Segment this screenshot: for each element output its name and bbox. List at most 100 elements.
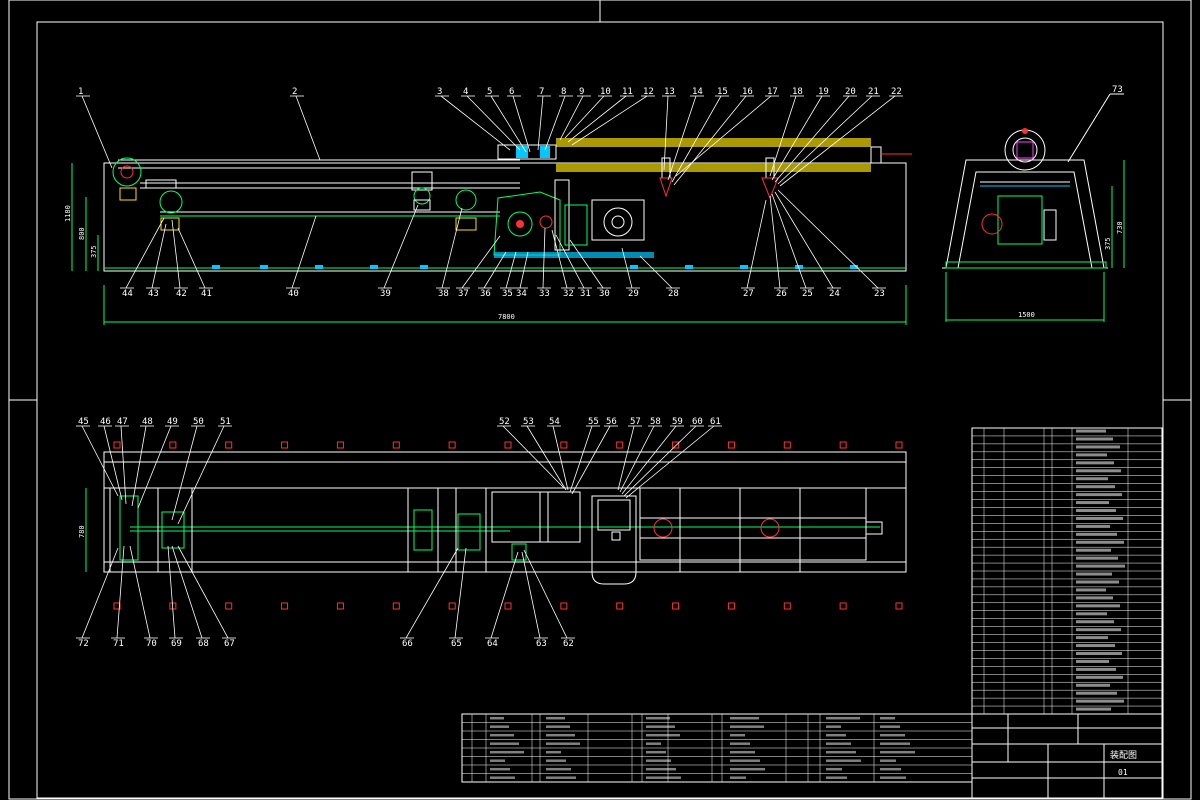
leader-10 [564,95,605,139]
leader-20 [774,95,850,183]
parts-bottom-text-mark [880,767,901,771]
parts-right-text-mark [1076,556,1118,560]
leader-66 [405,547,459,639]
parts-bottom-text-mark [880,733,905,737]
parts-bottom-text-mark [646,776,681,779]
side-base-plate [945,261,1107,269]
plan-pad [392,602,400,610]
parts-right-text-mark [1076,501,1109,505]
leader-47 [120,425,127,505]
parts-right-text-mark [1076,572,1112,576]
leader-2 [295,95,321,161]
callout-30: 30 [599,289,610,299]
parts-right-text-mark [1076,588,1106,592]
leader-55 [569,425,593,493]
leader-5 [490,95,527,153]
parts-bottom-text-mark [646,716,670,720]
callout-60: 60 [692,417,703,427]
callout-64: 64 [487,639,498,649]
drawing-name: 装配图 [1110,749,1137,761]
feed-block-2 [540,146,550,158]
parts-right-text-mark [1076,429,1106,433]
idler-support [411,171,433,191]
side-frame-outline [945,159,1105,269]
parts-bottom-text-mark [826,725,841,728]
dim-overall-length: 7800 [498,313,515,321]
plan-pad [392,441,400,449]
plan-pad [727,602,735,610]
leader-1 [81,95,113,169]
callout-34: 34 [516,289,527,299]
motor-base-plate [494,252,654,258]
parts-bottom-text-mark [826,716,860,720]
plan-coupling-box [539,491,581,543]
side-pulley-outer [1004,129,1046,171]
leader-7 [537,95,544,151]
dim-height-3: 375 [90,245,98,258]
leader-27 [746,199,767,289]
callout-59: 59 [672,417,683,427]
callout-67: 67 [224,639,235,649]
parts-right-text-mark [1076,707,1111,711]
parts-bottom-text-mark [490,725,509,728]
callout-65: 65 [451,639,462,649]
parts-bottom-text-mark [646,750,666,754]
callout-25: 25 [802,289,813,299]
parts-right-text-mark [1076,620,1114,624]
parts-bottom-text-mark [490,759,505,762]
title-block: 装配图 01 [971,713,1163,799]
plan-pad [616,602,624,610]
callout-42: 42 [176,289,187,299]
plan-pad [895,602,903,610]
parts-bottom-text-mark [546,742,580,745]
leader-63 [521,551,541,639]
plan-pad [672,602,680,610]
leader-68 [171,545,203,639]
parts-bottom-text-mark [546,750,561,754]
leader-39 [383,204,419,289]
callout-57: 57 [630,417,641,427]
callout-66: 66 [402,639,413,649]
head-bearing [119,187,137,201]
plan-cutter-1 [653,518,673,538]
plan-dim-width: 780 [78,525,86,538]
motor-end [603,207,633,237]
plan-cutter-2 [760,518,780,538]
parts-right-text-mark [1076,675,1123,679]
tail-bearing [160,217,180,231]
plan-pad [504,441,512,449]
callout-32: 32 [563,289,574,299]
parts-bottom-text-mark [490,750,524,754]
leader-56 [571,425,611,495]
parts-bottom-text-mark [730,716,759,720]
leader-19 [771,95,823,181]
callout-47: 47 [117,417,128,427]
plan-pad [727,441,735,449]
callout-5: 5 [487,87,492,97]
parts-bottom-text-mark [730,742,750,745]
leader-31 [555,234,585,289]
callout-49: 49 [167,417,178,427]
leader-64 [490,551,519,639]
side-dim-height-2: 375 [1104,237,1112,250]
gearbox-shaft [516,220,524,228]
leader-6 [512,95,531,153]
callout-11: 11 [622,87,633,97]
callout-38: 38 [438,289,449,299]
leader-45 [81,425,119,497]
parts-bottom-text-mark [880,742,910,745]
leader-48 [131,425,147,507]
parts-list-bottom [461,713,973,783]
leader-44 [125,217,165,289]
leader-3 [440,95,511,151]
parts-bottom-text-mark [646,733,680,737]
leader-9 [559,95,584,141]
leader-15 [671,95,722,183]
plan-screw-bed [639,487,867,561]
idler-base [413,199,431,211]
parts-right-text-mark [1076,524,1110,528]
parts-bottom-text-mark [826,742,851,745]
parts-bottom-text-mark [880,750,915,754]
plan-pad [113,441,121,449]
